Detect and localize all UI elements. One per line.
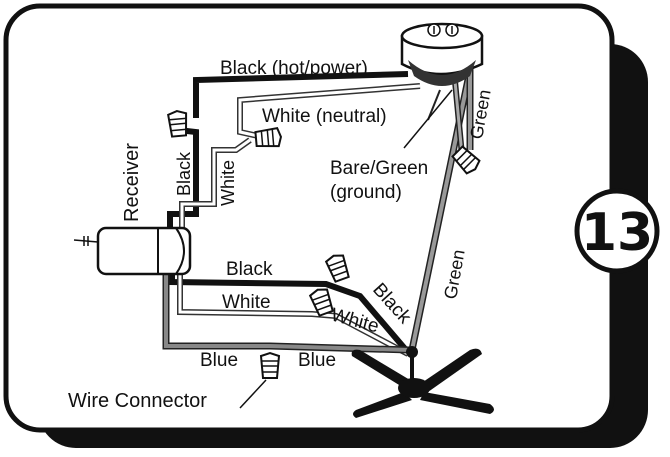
label-white-fan: White — [222, 292, 271, 313]
bare-green-leader — [403, 89, 453, 149]
label-black-hot: Black (hot/power) — [220, 58, 368, 79]
ceiling-fan-icon — [351, 346, 494, 418]
wire-nut-blue — [259, 351, 281, 379]
label-black-vertical: Black — [174, 151, 194, 196]
black-hot-wire — [193, 71, 409, 118]
label-receiver: Receiver — [121, 143, 143, 222]
step-number: 13 — [581, 203, 653, 263]
black-receiver-wire — [167, 127, 199, 228]
label-ground: (ground) — [330, 182, 402, 203]
wire-nut-white-fan — [308, 288, 334, 317]
wire-nut-green-top — [451, 145, 481, 175]
label-blue-right: Blue — [298, 350, 336, 371]
ceiling-junction-box — [400, 22, 484, 86]
label-white-vertical: White — [218, 160, 238, 206]
label-black-fan: Black — [226, 259, 273, 280]
step-badge: 13 — [574, 188, 660, 274]
label-wire-connector: Wire Connector — [68, 390, 207, 412]
wire-nut-black-top — [167, 109, 188, 138]
label-blue-left: Blue — [200, 350, 238, 371]
receiver-unit — [73, 226, 192, 276]
wire-nut-black-fan — [324, 254, 350, 283]
label-white-neutral: White (neutral) — [262, 106, 387, 127]
wire-nut-white-top — [254, 127, 283, 148]
black-fan-wire — [169, 272, 409, 352]
label-bare-green: Bare/Green — [330, 158, 428, 179]
wire-connector-leader — [239, 379, 267, 409]
